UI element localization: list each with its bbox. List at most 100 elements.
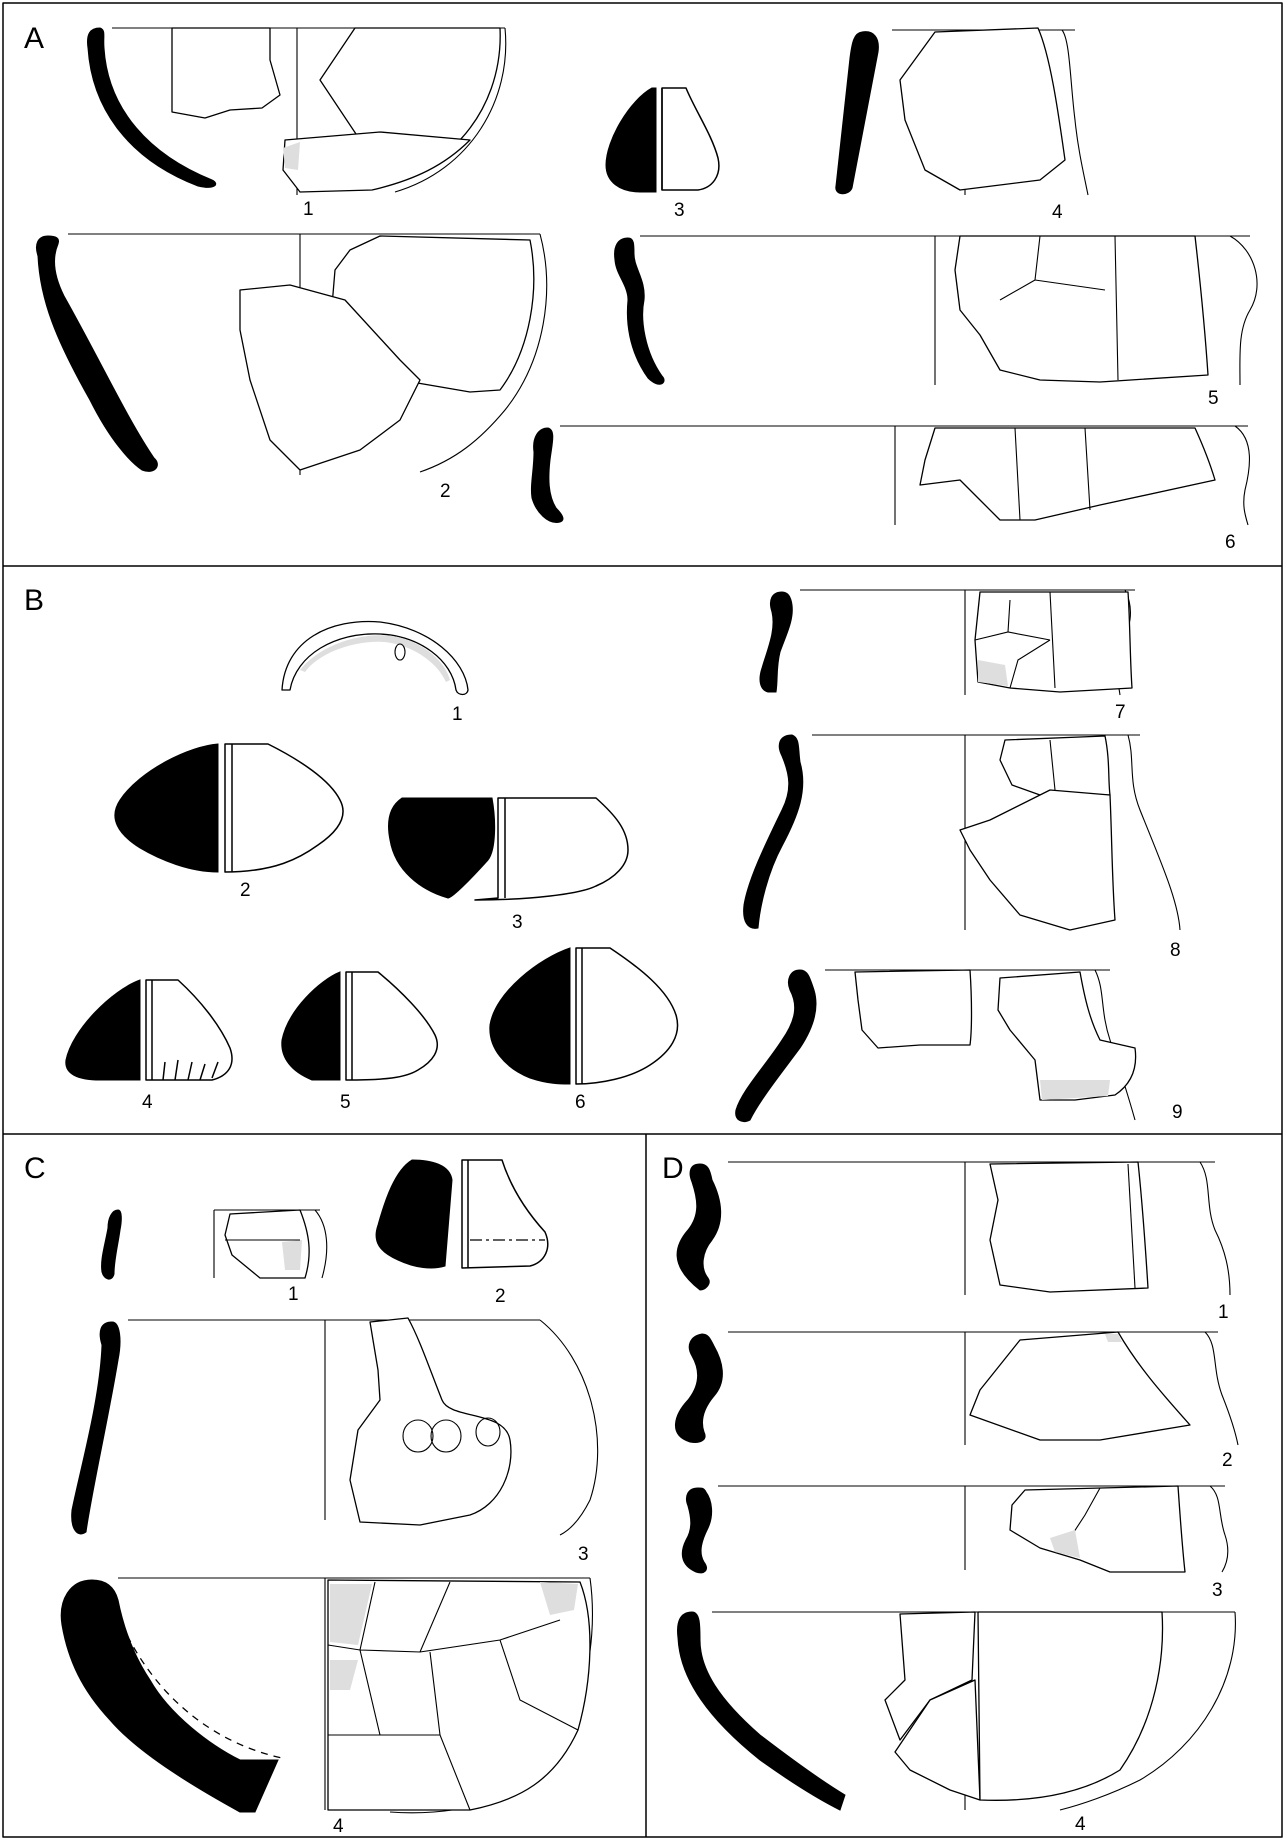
a3-profile xyxy=(605,87,657,193)
a1-number: 1 xyxy=(303,199,314,220)
panel-label-a: A xyxy=(24,22,44,55)
b3-number: 3 xyxy=(512,912,523,933)
b9-sherd-right xyxy=(997,971,1137,1101)
b6-outline xyxy=(575,947,679,1085)
b9-outline xyxy=(1094,969,1136,1121)
a6-vessel: 6 xyxy=(530,425,1251,553)
b5-rim-section: 5 xyxy=(281,971,439,1113)
b8-vessel: 8 xyxy=(743,734,1181,961)
b7-stipple xyxy=(978,660,1008,686)
c3-number: 3 xyxy=(578,1544,589,1565)
c3-impression-2 xyxy=(430,1419,462,1453)
panel-label-d: D xyxy=(662,1152,684,1185)
c1-number: 1 xyxy=(288,1284,299,1305)
b1-ring xyxy=(281,620,469,696)
d3-vessel: 3 xyxy=(681,1485,1229,1601)
c3-impressions xyxy=(402,1417,501,1453)
d3-profile xyxy=(681,1487,713,1574)
b2-rim-section: 2 xyxy=(114,743,344,901)
b2-profile xyxy=(114,743,219,873)
a6-sherd-lines xyxy=(1014,427,1091,521)
d2-vessel: 2 xyxy=(675,1331,1239,1471)
a5-sherd-lines xyxy=(999,235,1119,381)
b8-outline xyxy=(1127,734,1181,931)
b6-profile xyxy=(489,947,571,1085)
d2-profile xyxy=(675,1333,723,1443)
c1-stipple xyxy=(282,1240,302,1270)
a6-outline xyxy=(1234,425,1251,526)
a2-outline xyxy=(419,233,548,473)
b4-profile xyxy=(65,979,141,1081)
c3-sherd xyxy=(349,1317,512,1526)
c4-profile xyxy=(60,1579,279,1813)
b4-ticks xyxy=(162,1059,219,1081)
a4-vessel: 4 xyxy=(835,27,1089,223)
a2-profile xyxy=(35,235,158,472)
c3-impression-3 xyxy=(475,1417,501,1447)
b5-outline xyxy=(345,971,439,1081)
d3-stipple xyxy=(1050,1530,1080,1558)
b9-vessel: 9 xyxy=(735,969,1183,1123)
a5-sherd xyxy=(954,235,1209,383)
b7-vessel: 7 xyxy=(759,589,1135,723)
b7-profile xyxy=(759,591,793,693)
panel-b: B 1 2 3 4 xyxy=(24,584,1183,1123)
c4-vessel: 4 xyxy=(60,1577,593,1837)
d4-number: 4 xyxy=(1075,1814,1086,1835)
b8-sherd-top xyxy=(999,735,1111,796)
a2-sherd-lower xyxy=(239,284,421,471)
d4-sherd-right xyxy=(977,1611,1164,1801)
b8-sherd-lines xyxy=(1049,739,1056,791)
c3-profile xyxy=(71,1321,121,1535)
panel-d: D 1 2 xyxy=(662,1152,1239,1835)
c1-profile xyxy=(101,1209,122,1280)
a4-outline xyxy=(1061,29,1089,196)
c4-dashed-inner xyxy=(111,1599,283,1759)
b6-rim-section: 6 xyxy=(489,947,679,1113)
d3-number: 3 xyxy=(1212,1580,1223,1601)
b9-sherd-left xyxy=(854,969,973,1049)
b9-stipple xyxy=(1040,1080,1110,1100)
a1-profile xyxy=(87,27,217,188)
panel-a: A 1 3 4 xyxy=(24,22,1258,553)
c1-outline xyxy=(314,1209,328,1279)
d3-outline xyxy=(1209,1485,1229,1573)
c2-profile xyxy=(375,1159,453,1269)
d2-outline xyxy=(1204,1331,1239,1446)
c4-sherd xyxy=(327,1579,591,1811)
a5-profile xyxy=(614,237,665,385)
a6-number: 6 xyxy=(1225,532,1236,553)
a6-profile xyxy=(530,427,564,523)
c1-frame xyxy=(213,1209,320,1278)
panel-label-b: B xyxy=(24,584,44,617)
a3-number: 3 xyxy=(674,200,685,221)
b8-number: 8 xyxy=(1170,940,1181,961)
b2-number: 2 xyxy=(240,880,251,901)
b1-ring-stipple xyxy=(300,635,450,682)
b1-arc: 1 xyxy=(281,620,469,725)
b9-profile xyxy=(735,969,817,1123)
a4-sherd xyxy=(899,27,1066,191)
a2-bowl: 2 xyxy=(35,233,548,502)
d2-number: 2 xyxy=(1222,1450,1233,1471)
d2-sherd xyxy=(969,1331,1191,1441)
d2-stipple xyxy=(1105,1334,1122,1342)
a1-bowl: 1 xyxy=(87,27,507,220)
b5-number: 5 xyxy=(340,1092,351,1113)
d1-sherd-line xyxy=(1127,1163,1136,1289)
d4-outline xyxy=(1059,1611,1236,1811)
c2-outline xyxy=(461,1159,549,1269)
c3-impression-1 xyxy=(402,1419,434,1453)
a1-sherd-left xyxy=(171,27,281,119)
b2-outline xyxy=(224,743,344,873)
c1-vessel: 1 xyxy=(101,1209,328,1305)
b5-profile xyxy=(281,971,341,1081)
panel-c: C 1 2 xyxy=(24,1152,599,1837)
a1-stipple xyxy=(283,142,300,170)
b4-rim-section: 4 xyxy=(65,979,233,1113)
d1-outline xyxy=(1199,1161,1231,1296)
b4-outline xyxy=(145,979,233,1081)
b9-number: 9 xyxy=(1172,1102,1183,1123)
